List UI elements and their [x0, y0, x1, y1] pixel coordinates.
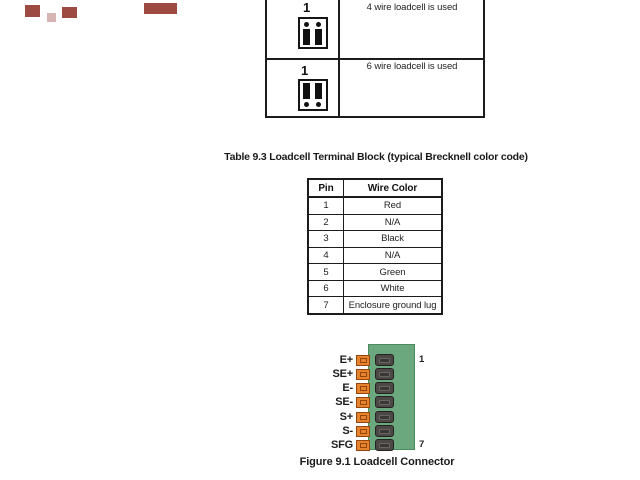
header-pin: Pin — [309, 180, 344, 196]
wire-color: Green — [379, 266, 406, 278]
wire-slot-icon — [375, 382, 394, 394]
jumper-pin-dot — [316, 22, 321, 27]
terminal-row: E- — [280, 382, 430, 394]
jumper-cap-bar — [303, 83, 310, 99]
wire-color: N/A — [384, 216, 401, 228]
screw-terminal-icon — [356, 354, 370, 366]
terminal-row: SFG — [280, 439, 430, 451]
jumper-cap-bar — [315, 29, 322, 45]
pin-number: 4 — [309, 247, 344, 264]
wire-slot-hole — [379, 442, 390, 448]
wire-slot-icon — [375, 439, 394, 451]
screw-terminal-icon — [356, 411, 370, 423]
pin-number: 5 — [309, 264, 344, 280]
wire-slot-icon — [375, 411, 394, 423]
jumper-description-4wire: 4 wire loadcell is used — [366, 2, 458, 13]
table-row: 7 Enclosure ground lug — [309, 297, 441, 314]
terminal-label: E- — [342, 382, 353, 394]
terminal-label: E+ — [339, 354, 354, 366]
screw-slot — [359, 442, 367, 448]
jumper-pin-dot — [304, 102, 309, 107]
screw-slot — [359, 414, 367, 420]
screw-terminal-icon — [356, 382, 370, 394]
table-row: 4 N/A — [309, 247, 441, 265]
table-row: 1 Red — [309, 198, 441, 215]
terminal-label: SE+ — [332, 368, 354, 380]
terminal-label: S- — [342, 425, 353, 437]
jumper-table: 1 4 wire loadcell is used 1 6 wire loadc… — [265, 0, 485, 118]
table-caption: Table 9.3 Loadcell Terminal Block (typic… — [224, 151, 528, 163]
table-row-divider — [267, 58, 483, 60]
wire-color: N/A — [384, 250, 401, 262]
jumper-description-6wire: 6 wire loadcell is used — [366, 61, 458, 72]
pin-wire-color-table: Pin Wire Color 1 Red 2 N/A 3 Black 4 N/A… — [307, 178, 443, 315]
table-row: 3 Black — [309, 231, 441, 248]
wire-slot-icon — [375, 396, 394, 408]
screw-terminal-icon — [356, 439, 370, 451]
scan-artifact-mark — [25, 5, 40, 17]
wire-slot-hole — [379, 399, 390, 405]
screw-slot — [359, 357, 367, 363]
figure-caption: Figure 9.1 Loadcell Connector — [299, 456, 455, 468]
terminal-label: SFG — [330, 439, 353, 451]
screw-terminal-icon — [356, 368, 370, 380]
jumper-pin1-label: 1 — [303, 0, 311, 15]
screw-slot — [359, 385, 367, 391]
terminal-row: SE+ — [280, 368, 430, 380]
jumper-pin1-label: 1 — [301, 63, 309, 78]
pin-number: 1 — [309, 198, 344, 214]
wire-color: Black — [381, 233, 404, 245]
table-row: 5 Green — [309, 264, 441, 281]
screw-slot — [359, 399, 367, 405]
jumper-diagram-6wire — [298, 79, 328, 111]
screw-slot — [359, 371, 367, 377]
pin-number: 6 — [309, 280, 344, 297]
table-header-row: Pin Wire Color — [309, 180, 441, 198]
table-row: 2 N/A — [309, 214, 441, 232]
scan-artifact-mark — [144, 3, 177, 14]
wire-slot-hole — [379, 357, 390, 363]
pin-number: 3 — [309, 231, 344, 247]
scan-artifact-mark — [47, 13, 56, 22]
pin-number: 7 — [309, 297, 344, 314]
terminal-row: E+ — [280, 354, 430, 366]
wire-color: White — [380, 283, 405, 295]
table-column-divider — [338, 0, 340, 116]
jumper-pin-dot — [304, 22, 309, 27]
connector-pin-7-number: 7 — [419, 439, 425, 450]
screw-slot — [359, 428, 367, 434]
jumper-diagram-4wire — [298, 17, 328, 49]
loadcell-connector-figure: E+ SE+ E- SE- S+ S- SFG 1 7 — [280, 344, 440, 452]
terminal-label: SE- — [335, 396, 353, 408]
screw-terminal-icon — [356, 425, 370, 437]
pin-number: 2 — [309, 214, 344, 231]
wire-color: Red — [383, 200, 402, 212]
wire-slot-icon — [375, 354, 394, 366]
connector-pin-1-number: 1 — [419, 354, 425, 365]
table-row: 6 White — [309, 280, 441, 298]
jumper-cap-bar — [315, 83, 322, 99]
screw-terminal-icon — [356, 396, 370, 408]
wire-slot-hole — [379, 428, 390, 434]
wire-slot-hole — [379, 371, 390, 377]
wire-slot-icon — [375, 425, 394, 437]
terminal-label: S+ — [339, 411, 354, 423]
wire-slot-hole — [379, 414, 390, 420]
jumper-cap-bar — [303, 29, 310, 45]
terminal-row: S- — [280, 425, 430, 437]
jumper-pin-dot — [316, 102, 321, 107]
scan-artifact-mark — [62, 7, 77, 18]
header-wire-color: Wire Color — [367, 182, 418, 194]
wire-slot-icon — [375, 368, 394, 380]
wire-color: Enclosure ground lug — [348, 299, 437, 311]
terminal-row: S+ — [280, 411, 430, 423]
wire-slot-hole — [379, 385, 390, 391]
terminal-row: SE- — [280, 396, 430, 408]
